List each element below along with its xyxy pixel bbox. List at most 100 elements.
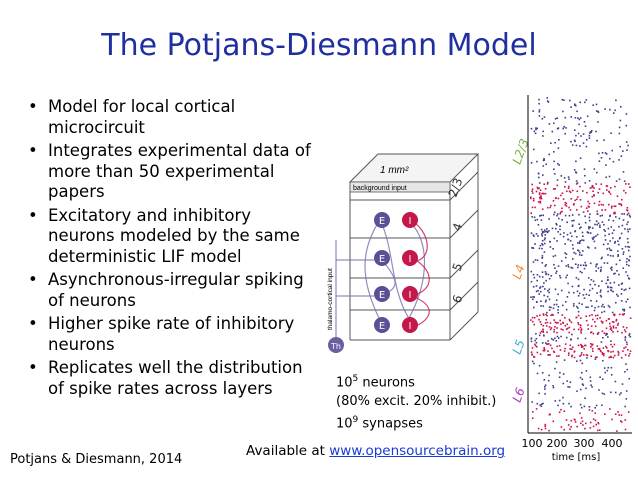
spike-dot <box>569 99 571 102</box>
spike-dot <box>572 258 574 260</box>
spike-dot <box>614 212 616 215</box>
spike-dot <box>602 204 605 206</box>
spike-dot <box>613 205 616 207</box>
spike-dot <box>599 349 602 352</box>
excitatory-node-label: E <box>379 254 385 265</box>
spike-dot <box>596 345 599 347</box>
spike-dot <box>607 286 609 289</box>
spike-dot <box>551 227 554 230</box>
spike-dot <box>563 410 566 412</box>
spike-dot <box>598 389 600 391</box>
spike-dot <box>577 264 580 266</box>
spike-dot <box>581 271 583 274</box>
spike-dot <box>542 349 545 352</box>
spike-dot <box>577 278 580 281</box>
spike-dot <box>600 257 603 260</box>
spike-dot <box>589 427 592 429</box>
spike-dot <box>552 307 555 310</box>
spike-dot <box>591 237 594 239</box>
spike-dot <box>589 380 592 382</box>
spike-dot <box>551 347 553 350</box>
spike-dot <box>553 263 555 266</box>
spike-dot <box>623 313 626 315</box>
spike-dot <box>547 354 549 356</box>
spike-dot <box>612 350 614 353</box>
spike-dot <box>582 354 585 356</box>
spike-dot <box>623 289 625 291</box>
neuron-count: 105 neurons <box>336 374 415 391</box>
spike-dot <box>580 417 583 419</box>
spike-dot <box>531 192 534 194</box>
spike-dot <box>579 199 582 201</box>
spike-dot <box>538 187 540 189</box>
spike-dot <box>595 404 598 407</box>
spike-dot <box>587 246 589 248</box>
spike-dot <box>544 230 547 233</box>
spike-dot <box>593 202 596 205</box>
spike-dot <box>608 233 610 235</box>
spike-dot <box>603 353 605 355</box>
spike-dot <box>575 134 577 137</box>
spike-dot <box>547 101 550 103</box>
spike-dot <box>583 297 586 299</box>
spike-dot <box>536 259 539 262</box>
spike-dot <box>539 202 542 204</box>
spike-dot <box>604 371 606 374</box>
spike-dot <box>587 210 589 212</box>
spike-dot <box>576 182 579 184</box>
spike-dot <box>626 223 628 226</box>
spike-dot <box>611 418 613 421</box>
spike-dot <box>594 325 597 328</box>
spike-dot <box>587 324 589 326</box>
spike-dot <box>536 186 539 189</box>
spike-dot <box>609 328 612 330</box>
spike-dot <box>580 328 583 330</box>
spike-dot <box>606 369 609 372</box>
spike-dot <box>616 324 619 326</box>
spike-dot <box>540 214 542 217</box>
spike-dot <box>543 347 546 350</box>
spike-dot <box>530 296 532 298</box>
spike-dot <box>561 219 563 221</box>
spike-dot <box>530 196 532 199</box>
spike-dot <box>628 246 631 248</box>
spike-dot <box>607 366 610 369</box>
spike-dot <box>583 267 586 270</box>
spike-dot <box>575 144 578 147</box>
spike-dot <box>548 298 551 301</box>
bullet-list: •Model for local cortical microcircuit •… <box>26 97 316 402</box>
spike-dot <box>571 225 574 227</box>
spike-dot <box>550 204 552 207</box>
inhibitory-node-l4 <box>402 250 418 266</box>
spike-dot <box>589 376 592 379</box>
spike-dot <box>601 353 604 355</box>
spike-dot <box>612 325 615 327</box>
spike-dot <box>592 238 594 241</box>
spike-dot <box>566 296 569 298</box>
spike-dot <box>581 231 584 234</box>
spike-dot <box>541 372 544 374</box>
spike-dot <box>556 127 559 130</box>
spike-dot <box>562 110 564 113</box>
x-tick-label: 200 <box>547 437 568 450</box>
spike-dot <box>609 254 612 257</box>
spike-dot <box>598 160 601 162</box>
spike-dot <box>594 321 596 323</box>
opensourcebrain-link[interactable]: www.opensourcebrain.org <box>329 443 506 459</box>
spike-dot <box>539 314 541 317</box>
spike-dot <box>556 117 558 119</box>
spike-dot <box>532 247 534 249</box>
spike-dot <box>614 205 617 208</box>
spike-dot <box>568 402 570 405</box>
spike-dot <box>557 404 559 407</box>
spike-dot <box>542 324 545 327</box>
spike-dot <box>548 230 550 232</box>
spike-dot <box>549 240 551 243</box>
spike-dot <box>597 191 599 194</box>
spike-dot <box>537 201 540 203</box>
spike-dot <box>594 314 597 317</box>
spike-dot <box>577 328 580 331</box>
spike-dot <box>575 183 578 185</box>
spike-dot <box>530 337 533 339</box>
spike-dot <box>541 243 543 245</box>
